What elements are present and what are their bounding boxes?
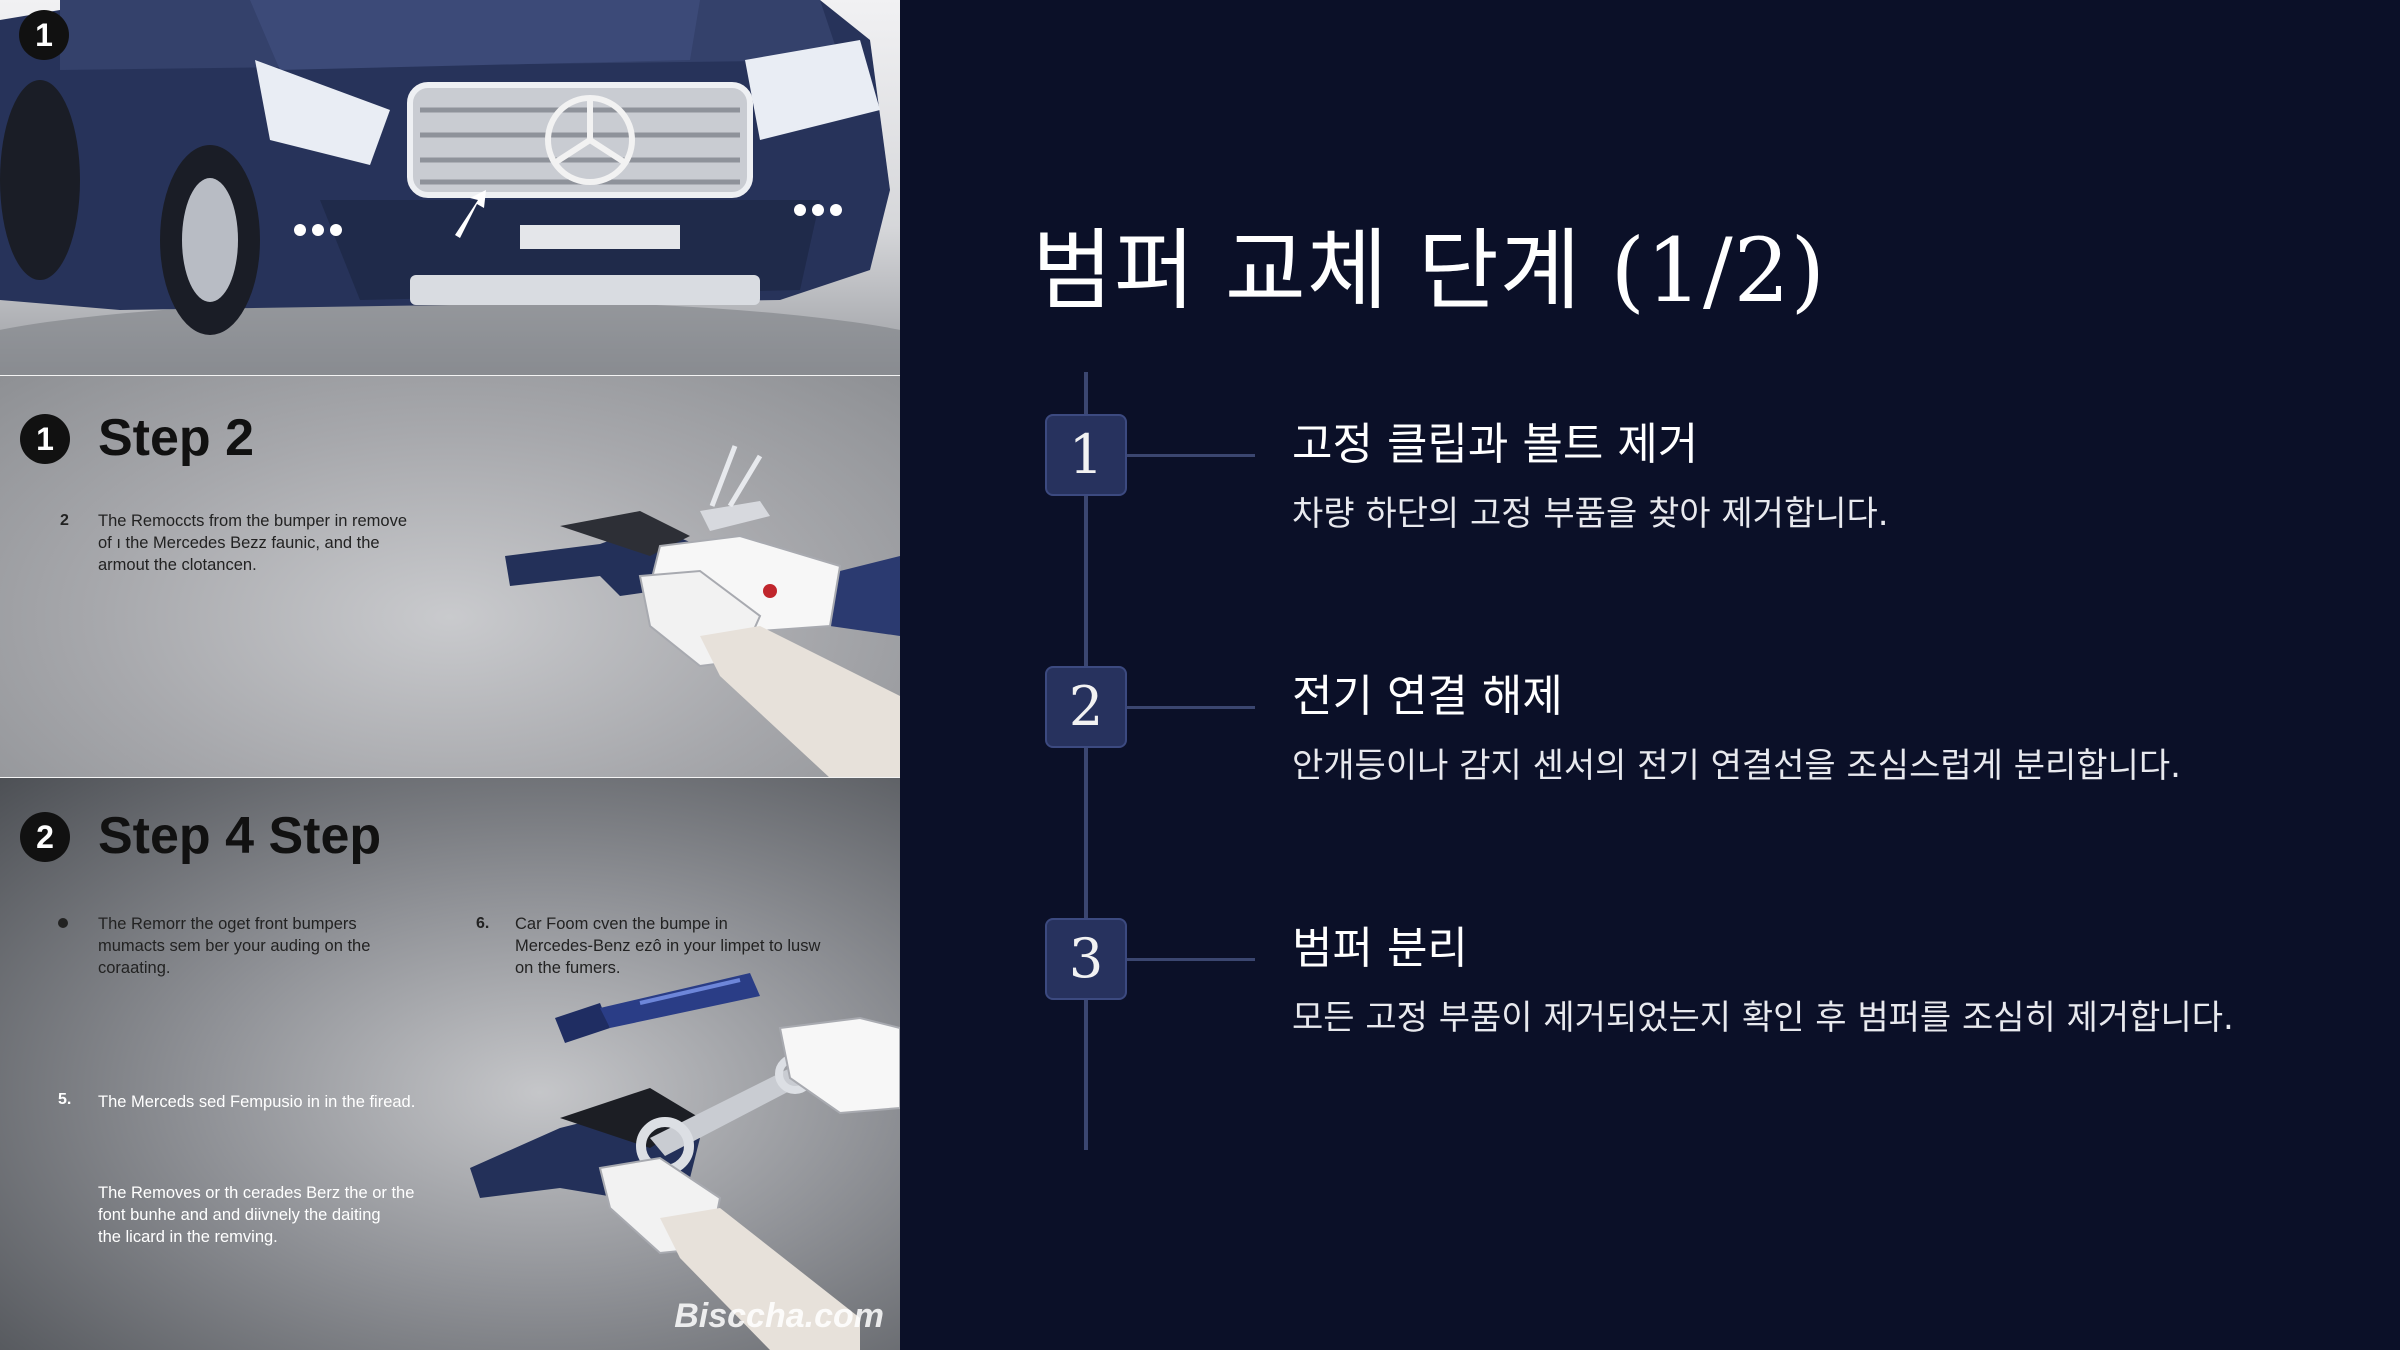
step-heading: 전기 연결 해제 [1292,671,1563,722]
car-front-illustration [0,0,900,376]
panel3-step-badge: 2 [20,812,70,862]
step-description: 모든 고정 부품이 제거되었는지 확인 후 범퍼를 조심히 제거합니다. [1292,998,2234,1038]
panel3-bullet-2: 6. [476,915,490,932]
step-connector [1127,454,1255,457]
slide-title: 범퍼 교체 단계 (1/2) [1032,219,1826,322]
panel3-caption-4: The Removes or th cerades Berz the or th… [98,1184,415,1246]
step-number-badge: 1 [1045,414,1127,496]
timeline-line [1084,372,1088,1150]
illustration-image: 1 1 Step 2 2 The Remoccts from the bumpe… [0,0,900,1350]
step-description: 차량 하단의 고정 부품을 찾아 제거합니다. [1292,494,1889,534]
panel3-bullet-dot [58,918,68,928]
panel3-caption-1: The Remorr the oget front bumpers mumact… [98,915,371,977]
slide-content: 범퍼 교체 단계 (1/2) 1 고정 클립과 볼트 제거 차량 하단의 고정 … [900,0,2400,1350]
panel3-step-title: Step 4 Step [98,807,382,865]
step-item-3: 3 범퍼 분리 모든 고정 부품이 제거되었는지 확인 후 범퍼를 조심히 제거… [900,0,2400,1038]
step-item-2: 2 전기 연결 해제 안개등이나 감지 센서의 전기 연결선을 조심스럽게 분리… [900,0,2400,786]
panel3-caption-2: Car Foom cven the bumpe in Mercedes-Benz… [515,915,821,977]
panel1-step-badge: 1 [19,10,69,60]
wrench-tools-illustration [470,973,900,1350]
step-heading: 고정 클립과 볼트 제거 [1292,419,1699,470]
step-number-badge: 2 [1045,666,1127,748]
step-connector [1127,958,1255,961]
panel3-caption-3: The Merceds sed Fempusio in in the firea… [98,1093,416,1111]
step-connector [1127,706,1255,709]
panel2-step-badge: 1 [20,414,70,464]
panel2-caption: The Remoccts from the bumper in remove o… [98,512,408,574]
step-number-badge: 3 [1045,918,1127,1000]
step-description: 안개등이나 감지 센서의 전기 연결선을 조심스럽게 분리합니다. [1292,746,2181,786]
panel2-step-title: Step 2 [98,409,255,467]
panel2-caption-bullet: 2 [60,512,69,529]
step-item-1: 1 고정 클립과 볼트 제거 차량 하단의 고정 부품을 찾아 제거합니다. [900,0,2400,534]
step-heading: 범퍼 분리 [1292,923,1468,974]
car-front-panel: 1 [0,0,900,376]
step4-panel: 2 Step 4 Step The Remorr the oget front … [0,778,900,1350]
panel3-bullet-3: 5. [58,1091,72,1108]
watermark: Bisccha.com [674,1297,884,1335]
removal-tool-illustration [505,445,900,778]
step2-panel: 1 Step 2 2 The Remoccts from the bumper … [0,376,900,778]
